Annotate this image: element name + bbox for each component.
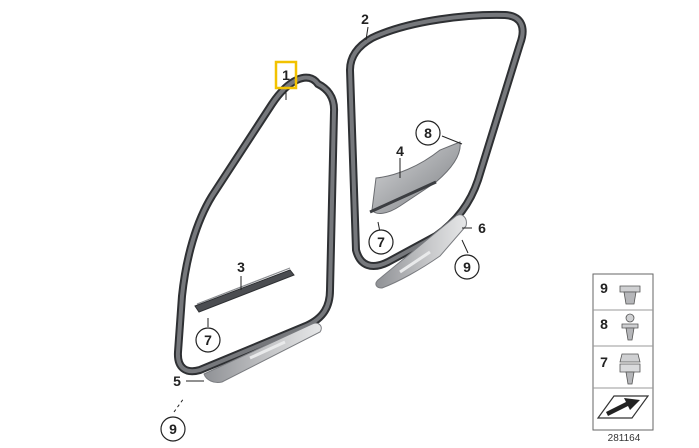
front-door-seal[interactable] (173, 73, 339, 376)
rear-door-seal[interactable] (345, 10, 527, 270)
b-pillar-trim[interactable] (369, 141, 461, 214)
callout-8[interactable]: 8 (415, 120, 441, 146)
legend-item-9[interactable]: 9 (600, 280, 641, 305)
callout-2[interactable]: 2 (361, 11, 369, 27)
legend-item-8-label: 8 (600, 316, 608, 332)
callout-1[interactable]: 1 (274, 60, 298, 90)
callout-7-front[interactable]: 7 (195, 327, 221, 353)
legend-item-8[interactable]: 8 (600, 313, 639, 341)
callout-9-front-label: 9 (169, 421, 177, 437)
callout-6[interactable]: 6 (478, 220, 486, 236)
callout-9-front[interactable]: 9 (160, 416, 186, 442)
belt-strip[interactable] (194, 267, 295, 313)
callout-1-label: 1 (282, 67, 290, 83)
callout-7-rear-label: 7 (377, 234, 385, 250)
leader-lines (173, 26, 472, 413)
callout-5[interactable]: 5 (173, 373, 181, 389)
callout-4-label: 4 (396, 143, 404, 159)
assembly-arrow-icon (596, 395, 650, 419)
callout-7-front-label: 7 (204, 332, 212, 348)
callout-8-label: 8 (424, 125, 432, 141)
callout-9-rear[interactable]: 9 (454, 254, 480, 280)
callout-6-label: 6 (478, 220, 486, 236)
diagram-id: 281164 (608, 433, 641, 444)
rivet-clip-icon (621, 313, 639, 341)
expanding-clip-icon (619, 353, 641, 385)
callout-4[interactable]: 4 (396, 143, 404, 159)
callout-3[interactable]: 3 (237, 259, 245, 275)
callout-7-rear[interactable]: 7 (368, 229, 394, 255)
front-sill-trim[interactable] (203, 322, 322, 383)
legend-item-7-label: 7 (600, 354, 608, 370)
callout-2-label: 2 (361, 11, 369, 27)
push-clip-icon (619, 285, 641, 305)
callout-5-label: 5 (173, 373, 181, 389)
rear-sill-trim[interactable] (375, 214, 467, 289)
callout-3-label: 3 (237, 259, 245, 275)
legend-item-7[interactable]: 7 (600, 353, 641, 385)
fastener-legend: 9 8 7 (592, 273, 654, 431)
legend-item-9-label: 9 (600, 280, 608, 296)
callout-9-rear-label: 9 (463, 259, 471, 275)
